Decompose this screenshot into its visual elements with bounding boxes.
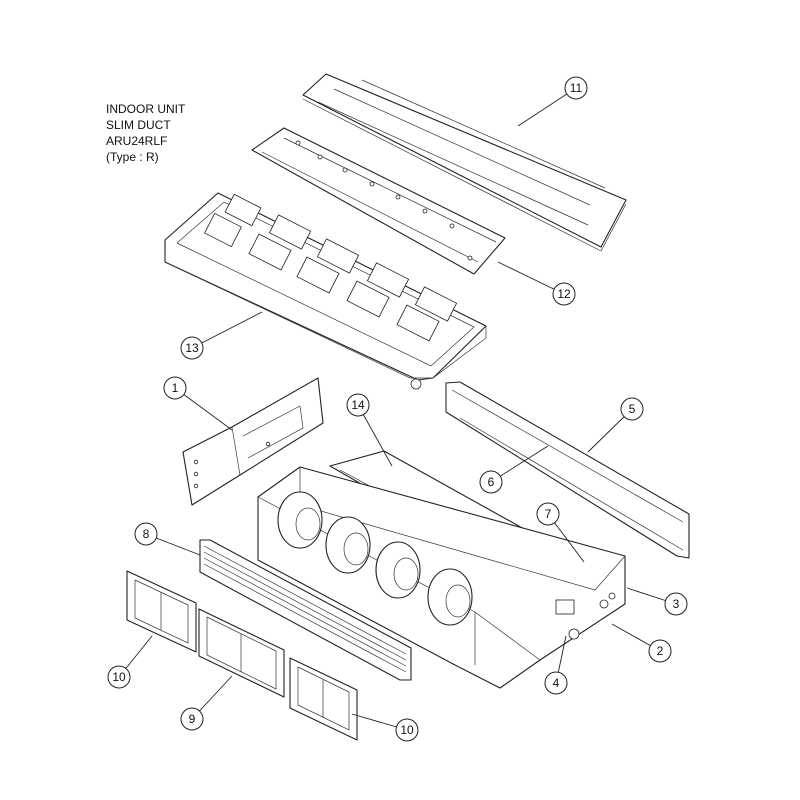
title-line-3: ARU24RLF (106, 134, 168, 148)
callout-10: 10 (351, 713, 419, 742)
callout-number: 7 (545, 507, 552, 521)
callout-10: 10 (107, 635, 153, 689)
callout-3: 3 (626, 587, 688, 616)
callout-number: 2 (657, 644, 664, 658)
callout-leader-line (357, 404, 393, 467)
callout-1: 1 (163, 376, 233, 431)
callout-circle (552, 282, 576, 306)
callout-circle (107, 665, 131, 689)
callout-number: 5 (629, 402, 636, 416)
part-inner-panel (251, 127, 506, 275)
callout-leader-line (497, 261, 565, 295)
callout-circle (180, 707, 204, 731)
callout-14: 14 (346, 393, 393, 467)
callouts: 11 12 13 1 14 5 6 7 8 3 2 4 10 9 10 (107, 76, 688, 742)
callout-circle (620, 397, 644, 421)
callout-leader-line (174, 387, 233, 431)
callout-number: 14 (351, 398, 365, 412)
callout-leader-line (517, 87, 577, 127)
callout-5: 5 (587, 397, 644, 453)
callout-circle (544, 671, 568, 695)
part-grille (199, 539, 412, 681)
part-top-cover (302, 73, 627, 252)
callout-number: 11 (570, 81, 583, 95)
title-line-4: (Type : R) (106, 150, 159, 164)
callout-12: 12 (497, 261, 576, 306)
callout-number: 13 (185, 341, 199, 355)
part-filter-panel-left (126, 570, 197, 653)
part-drain-pan (164, 192, 487, 390)
callout-number: 10 (112, 670, 126, 684)
callout-circle (479, 470, 503, 494)
callout-circle (163, 376, 187, 400)
title-line-1: INDOOR UNIT (106, 102, 186, 116)
callout-circle (564, 76, 588, 100)
callout-circle (664, 592, 688, 616)
callout-7: 7 (536, 502, 585, 563)
callout-circle (346, 393, 370, 417)
callout-number: 8 (143, 527, 150, 541)
part-filter-panel-center (198, 608, 285, 698)
part-main-casing (257, 466, 626, 689)
callout-2: 2 (611, 623, 672, 663)
callout-leader-line (191, 311, 263, 349)
part-side-bracket (182, 377, 324, 506)
callout-circle (536, 502, 560, 526)
callout-circle (180, 336, 204, 360)
callout-number: 3 (673, 597, 680, 611)
part-filter-panel-right (289, 657, 358, 741)
callout-number: 9 (189, 712, 196, 726)
part-side-frame (445, 381, 690, 559)
callout-4: 4 (544, 635, 568, 695)
callout-9: 9 (180, 675, 233, 731)
title-line-2: SLIM DUCT (106, 118, 171, 132)
callout-11: 11 (517, 76, 588, 127)
callout-13: 13 (180, 311, 263, 360)
callout-number: 12 (557, 287, 571, 301)
callout-circle (395, 718, 419, 742)
callout-6: 6 (479, 445, 549, 494)
callout-number: 4 (553, 676, 560, 690)
callout-circle (134, 522, 158, 546)
callout-circle (648, 639, 672, 663)
callout-number: 1 (172, 381, 179, 395)
callout-8: 8 (134, 522, 201, 556)
callout-number: 6 (488, 475, 495, 489)
callout-number: 10 (400, 723, 414, 737)
